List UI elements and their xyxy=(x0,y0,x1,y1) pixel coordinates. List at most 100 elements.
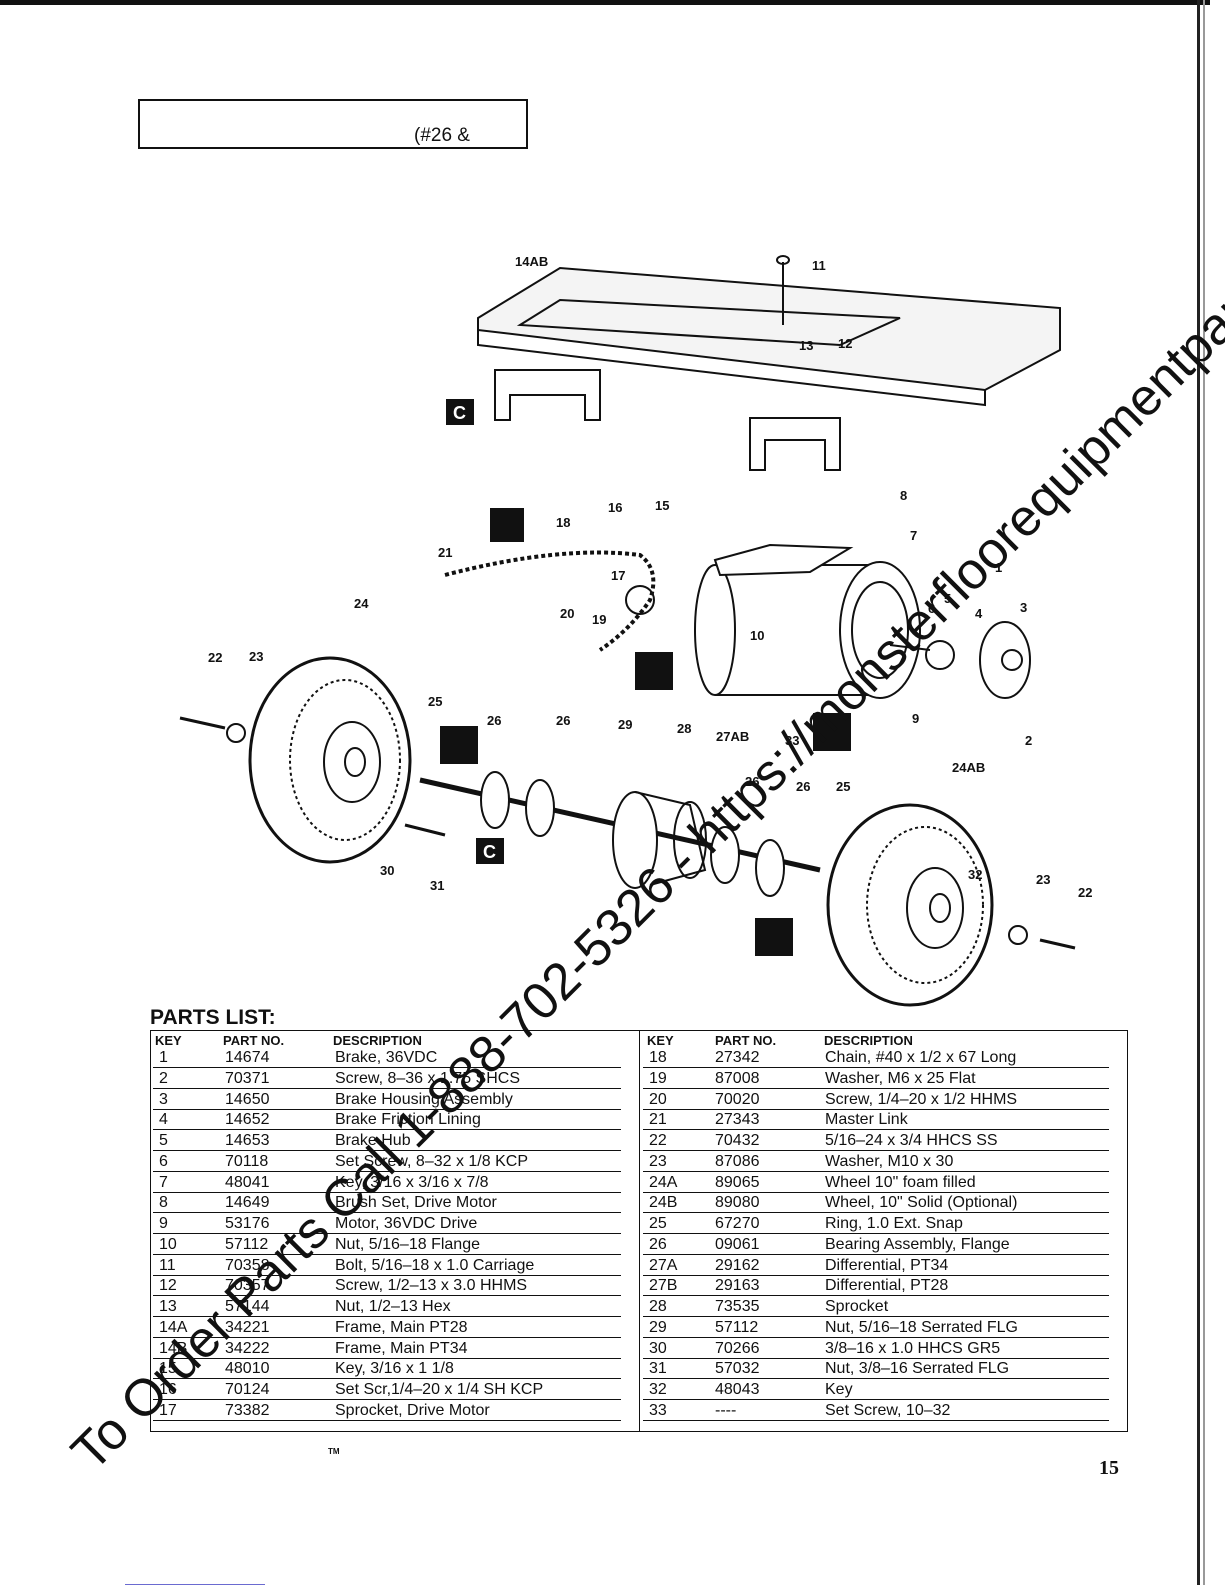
part-description: Washer, M6 x 25 Flat xyxy=(825,1069,976,1087)
callout-label: 13 xyxy=(799,338,813,353)
part-description: Screw, 8–36 x 1.75 SHCS xyxy=(335,1069,520,1087)
callout-label: 19 xyxy=(592,612,606,627)
part-description: Chain, #40 x 1/2 x 67 Long xyxy=(825,1049,1017,1066)
part-key: 28 xyxy=(649,1298,667,1315)
part-description: Nut, 1/2–13 Hex xyxy=(335,1298,451,1315)
row-underline xyxy=(153,1336,621,1338)
part-key: 7 xyxy=(159,1173,168,1191)
part-description: 5/16–24 x 3/4 HHCS SS xyxy=(825,1132,998,1149)
part-description: Screw, 1/2–13 x 3.0 HHMS xyxy=(335,1277,528,1295)
part-key: 16 xyxy=(159,1381,177,1398)
part-description: Set Screw, 10–32 xyxy=(825,1401,951,1419)
part-description: 3/8–16 x 1.0 HHCS GR5 xyxy=(825,1339,1001,1357)
part-key: 27A xyxy=(649,1256,678,1274)
part-description: Washer, M10 x 30 xyxy=(825,1152,954,1170)
section-title-box: (#26 & xyxy=(138,99,528,149)
callout-label: 21 xyxy=(438,545,452,560)
part-key: 24B xyxy=(649,1194,678,1212)
callout-label: 20 xyxy=(560,606,574,621)
part-number: 14652 xyxy=(225,1111,270,1129)
row-underline xyxy=(643,1191,1109,1193)
part-description: Wheel 10" foam filled xyxy=(825,1173,976,1191)
part-description: Key, 3/16 x 1 1/8 xyxy=(335,1360,454,1378)
part-number: 27342 xyxy=(715,1049,760,1066)
part-description: Differential, PT28 xyxy=(825,1277,949,1295)
callout-label: 23 xyxy=(1036,872,1050,887)
part-number: 57144 xyxy=(225,1298,270,1315)
part-number: 57032 xyxy=(715,1360,760,1378)
part-key: 1 xyxy=(159,1049,168,1066)
part-number: 48043 xyxy=(715,1381,760,1398)
row-underline xyxy=(643,1108,1109,1110)
callout-label: 17 xyxy=(611,568,625,583)
part-key: 17 xyxy=(159,1401,177,1419)
part-key: 14A xyxy=(159,1318,188,1336)
part-number: 73382 xyxy=(225,1401,270,1419)
part-number: 57112 xyxy=(715,1318,759,1336)
part-description: Brush Set, Drive Motor xyxy=(335,1194,497,1212)
row-underline xyxy=(643,1150,1109,1151)
part-number: ---- xyxy=(715,1401,737,1419)
callout-label: 11 xyxy=(812,258,826,273)
callout-label: 1 xyxy=(995,560,1002,575)
row-underline xyxy=(153,1316,621,1317)
callout-label: 22 xyxy=(1078,885,1092,900)
callout-label: 6 xyxy=(928,601,935,616)
part-description: Sprocket, Drive Motor xyxy=(335,1401,490,1419)
header-key: KEY xyxy=(647,1033,674,1048)
part-number: 67270 xyxy=(715,1215,760,1232)
part-number: 29162 xyxy=(715,1256,760,1274)
part-key: 14B xyxy=(159,1339,188,1357)
part-key: 24A xyxy=(649,1173,678,1191)
parts-row: 28 73535 Sprocket xyxy=(641,1297,1127,1318)
trademark-symbol: TM xyxy=(328,1447,340,1456)
header-part-no: PART NO. xyxy=(223,1033,285,1048)
part-key: 15 xyxy=(159,1360,177,1378)
part-number: 14653 xyxy=(225,1132,270,1149)
row-underline xyxy=(153,1233,621,1234)
part-key: 18 xyxy=(649,1049,667,1066)
part-number: 14674 xyxy=(225,1049,270,1066)
part-description: Sprocket xyxy=(825,1298,889,1315)
row-underline xyxy=(643,1067,1109,1068)
callout-label: 31 xyxy=(430,878,444,893)
part-number: 89065 xyxy=(715,1173,760,1191)
part-key: 21 xyxy=(649,1111,667,1129)
parts-list-title: PARTS LIST: xyxy=(150,1006,276,1029)
part-key: 32 xyxy=(649,1381,667,1398)
part-number: 89080 xyxy=(715,1194,760,1212)
row-underline xyxy=(643,1357,1109,1359)
part-key: 20 xyxy=(649,1090,667,1108)
part-number: 09061 xyxy=(715,1235,760,1253)
callout-label: 14AB xyxy=(515,254,548,269)
part-description: Brake Hub xyxy=(335,1132,411,1149)
part-key: 3 xyxy=(159,1090,168,1108)
callout-label: 8 xyxy=(900,488,907,503)
parts-row: 17 73382 Sprocket, Drive Motor xyxy=(151,1401,639,1422)
part-number: 57112 xyxy=(225,1235,269,1253)
part-description: Set Scr,1/4–20 x 1/4 SH KCP xyxy=(335,1381,544,1398)
callout-label: 26 xyxy=(745,774,759,789)
callout-label: 5 xyxy=(944,591,951,606)
svg-text:C: C xyxy=(453,403,466,423)
right-border-shadow xyxy=(1203,0,1205,1585)
row-underline xyxy=(643,1378,1109,1380)
part-description: Brake, 36VDC xyxy=(335,1049,438,1066)
part-key: 2 xyxy=(159,1069,168,1087)
part-number: 70357 xyxy=(225,1277,270,1295)
row-underline xyxy=(643,1274,1109,1276)
row-underline xyxy=(153,1399,621,1400)
row-underline xyxy=(153,1378,621,1380)
part-number: 73535 xyxy=(715,1298,760,1315)
